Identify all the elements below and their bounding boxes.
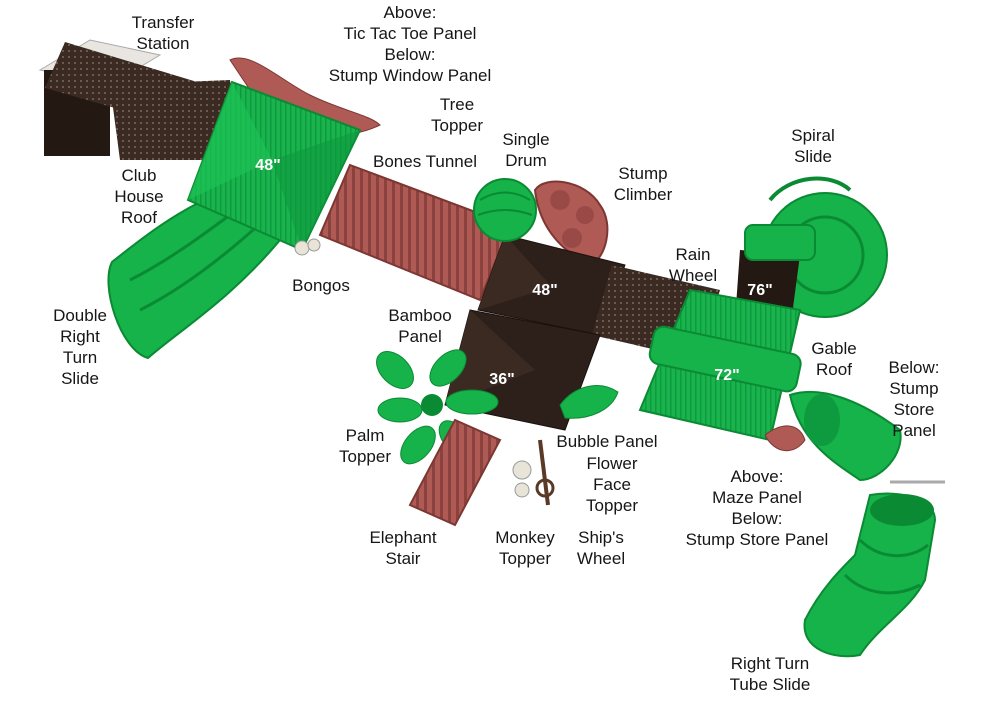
label-ships-wheel: Ship's Wheel <box>576 528 626 568</box>
label-double-right-turn-slide: Double Right Turn Slide <box>53 306 107 388</box>
label-spiral-slide: Spiral Slide <box>791 126 835 166</box>
bubble-panel <box>559 385 619 419</box>
label-single-drum: Single Drum <box>502 130 550 170</box>
label-elephant-stair: Elephant Stair <box>369 528 437 568</box>
bongos <box>294 238 321 256</box>
gable-roof <box>638 288 802 442</box>
monkey-topper <box>512 460 532 498</box>
label-bongos: Bongos <box>292 276 350 295</box>
label-stump-climber: Stump Climber <box>613 164 673 204</box>
label-gable-roof: Gable Roof <box>811 339 857 379</box>
label-bones-tunnel: Bones Tunnel <box>373 152 477 171</box>
tree-topper <box>473 178 537 242</box>
label-right-turn-tube-slide: Right Turn Tube Slide <box>729 654 811 694</box>
stump-store-tube <box>788 391 902 482</box>
elephant-stair <box>408 418 502 527</box>
clubhouse-height: 48" <box>255 157 281 174</box>
center-deck-height: 48" <box>532 282 558 299</box>
spiral-slide-height: 76" <box>747 282 773 299</box>
label-club-house-roof: Club House Roof <box>114 166 164 227</box>
label-bubble-panel: Bubble Panel <box>556 432 658 451</box>
double-right-turn-slide <box>107 183 282 360</box>
label-tic-tac-toe-panel: Above: Tic Tac Toe Panel Below: Stump Wi… <box>328 3 492 85</box>
right-turn-tube-slide <box>803 480 945 658</box>
bones-tunnel <box>318 163 512 302</box>
palm-topper <box>376 349 499 465</box>
label-rain-wheel: Rain Wheel <box>668 245 718 285</box>
club-house-roof <box>186 80 362 252</box>
label-tree-topper: Tree Topper <box>431 95 483 135</box>
label-bamboo-panel: Bamboo Panel <box>388 306 452 346</box>
gable-deck-height: 72" <box>714 367 740 384</box>
label-transfer-station: Transfer Station <box>131 13 195 53</box>
stump-climber <box>533 180 609 267</box>
label-stump-store-panel: Below: Stump Store Panel <box>888 358 940 440</box>
ships-wheel <box>535 439 555 506</box>
label-palm-topper: Palm Topper <box>339 426 391 466</box>
stump-store-panel <box>764 425 806 452</box>
center-deck <box>477 234 626 336</box>
label-maze-panel: Above: Maze Panel Below: Stump Store Pan… <box>685 467 829 549</box>
label-monkey-topper: Monkey Topper <box>495 528 555 568</box>
lower-deck-height: 36" <box>489 371 515 388</box>
label-flower-face-topper: Flower Face Topper <box>586 454 638 515</box>
upper-walkway <box>110 80 240 160</box>
